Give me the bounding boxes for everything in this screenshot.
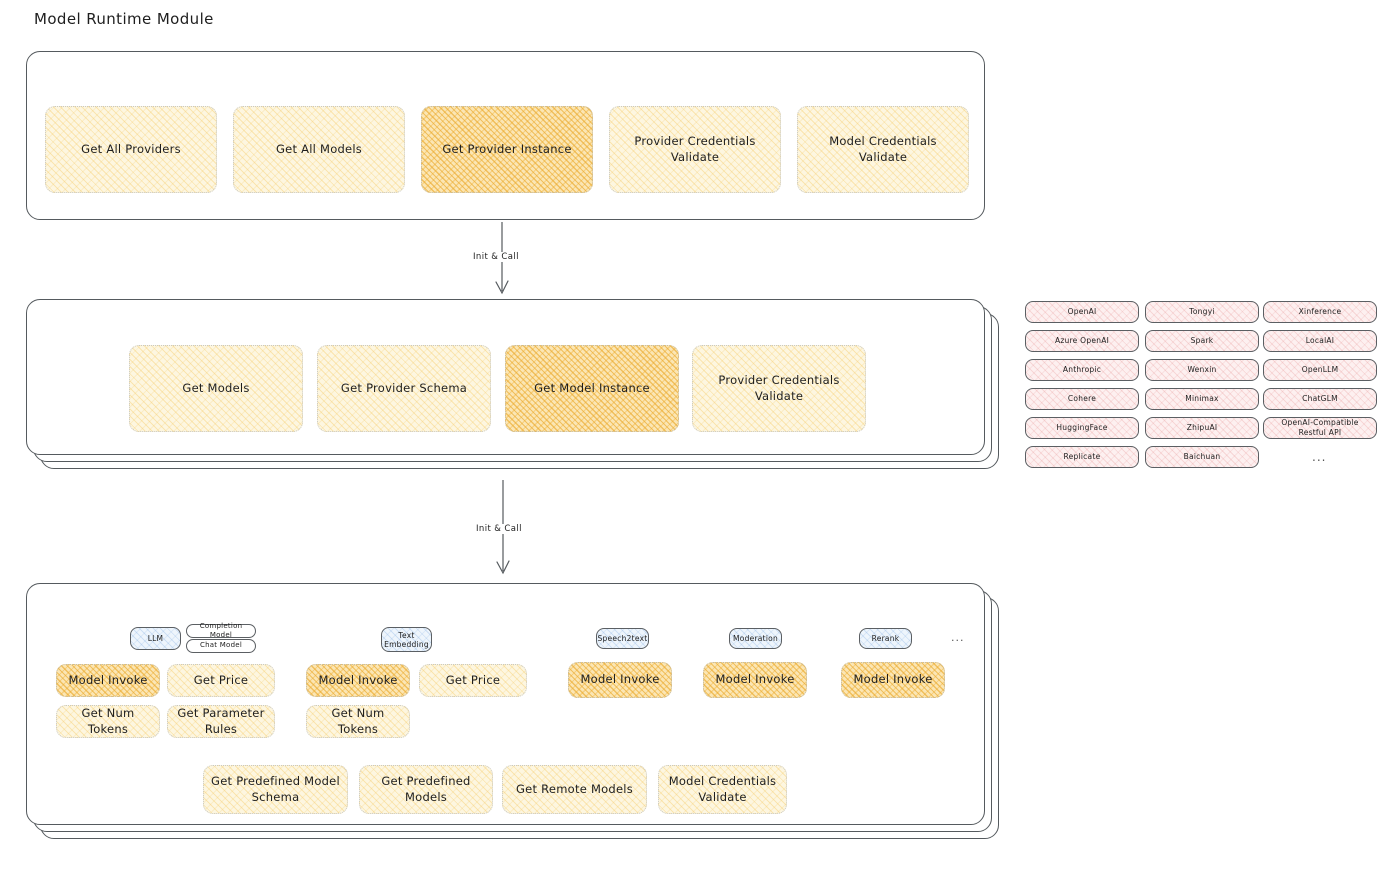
node-text-embedding-get-price[interactable]: Get Price — [419, 664, 527, 697]
model-type-llm[interactable]: LLM — [130, 627, 181, 650]
provider-chip-huggingface[interactable]: HuggingFace — [1025, 417, 1139, 439]
model-type-speech2text[interactable]: Speech2text — [596, 628, 649, 649]
provider-chip-tongyi[interactable]: Tongyi — [1145, 301, 1259, 323]
node-llm-get-parameter-rules[interactable]: Get Parameter Rules — [167, 705, 275, 738]
node-model-credentials-validate-factory[interactable]: Model Credentials Validate — [797, 106, 969, 193]
provider-list-more: ... — [1312, 450, 1327, 464]
node-get-remote-models[interactable]: Get Remote Models — [502, 765, 647, 814]
node-get-provider-schema[interactable]: Get Provider Schema — [317, 345, 491, 432]
model-container — [26, 583, 985, 825]
node-speech2text-model-invoke[interactable]: Model Invoke — [568, 662, 672, 698]
node-moderation-model-invoke[interactable]: Model Invoke — [703, 662, 807, 698]
node-text-embedding-get-num-tokens[interactable]: Get Num Tokens — [306, 705, 410, 738]
provider-chip-openai-compatible-restful-api[interactable]: OpenAI-Compatible Restful API — [1263, 417, 1377, 439]
node-get-predefined-model-schema[interactable]: Get Predefined Model Schema — [203, 765, 348, 814]
provider-chip-xinference[interactable]: Xinference — [1263, 301, 1377, 323]
provider-chip-cohere[interactable]: Cohere — [1025, 388, 1139, 410]
provider-chip-baichuan[interactable]: Baichuan — [1145, 446, 1259, 468]
model-type-moderation[interactable]: Moderation — [729, 628, 782, 649]
node-get-all-providers[interactable]: Get All Providers — [45, 106, 217, 193]
node-llm-model-invoke[interactable]: Model Invoke — [56, 664, 160, 697]
provider-chip-azure-openai[interactable]: Azure OpenAI — [1025, 330, 1139, 352]
node-get-models[interactable]: Get Models — [129, 345, 303, 432]
provider-chip-replicate[interactable]: Replicate — [1025, 446, 1139, 468]
provider-chip-openai[interactable]: OpenAI — [1025, 301, 1139, 323]
node-get-all-models[interactable]: Get All Models — [233, 106, 405, 193]
provider-chip-openllm[interactable]: OpenLLM — [1263, 359, 1377, 381]
model-type-text-embedding[interactable]: Text Embedding — [381, 627, 432, 652]
model-type-rerank[interactable]: Rerank — [859, 628, 912, 649]
provider-chip-minimax[interactable]: Minimax — [1145, 388, 1259, 410]
node-rerank-model-invoke[interactable]: Model Invoke — [841, 662, 945, 698]
node-llm-get-price[interactable]: Get Price — [167, 664, 275, 697]
node-get-model-instance[interactable]: Get Model Instance — [505, 345, 679, 432]
provider-chip-spark[interactable]: Spark — [1145, 330, 1259, 352]
provider-chip-chatglm[interactable]: ChatGLM — [1263, 388, 1377, 410]
model-subtype-chat-model[interactable]: Chat Model — [186, 639, 256, 653]
node-get-predefined-models[interactable]: Get Predefined Models — [359, 765, 493, 814]
provider-chip-anthropic[interactable]: Anthropic — [1025, 359, 1139, 381]
node-provider-credentials-validate-factory[interactable]: Provider Credentials Validate — [609, 106, 781, 193]
node-llm-get-num-tokens[interactable]: Get Num Tokens — [56, 705, 160, 738]
node-provider-credentials-validate[interactable]: Provider Credentials Validate — [692, 345, 866, 432]
provider-chip-zhipuai[interactable]: ZhipuAI — [1145, 417, 1259, 439]
model-types-more: ... — [951, 631, 965, 644]
arrow-label-init-call-2: Init & Call — [473, 524, 525, 534]
provider-chip-localai[interactable]: LocalAI — [1263, 330, 1377, 352]
provider-chip-wenxin[interactable]: Wenxin — [1145, 359, 1259, 381]
node-get-provider-instance[interactable]: Get Provider Instance — [421, 106, 593, 193]
node-text-embedding-model-invoke[interactable]: Model Invoke — [306, 664, 410, 697]
model-subtype-completion-model[interactable]: Completion Model — [186, 622, 256, 639]
arrow-label-init-call-1: Init & Call — [470, 252, 522, 262]
page-title: Model Runtime Module — [34, 10, 214, 28]
node-model-credentials-validate-model[interactable]: Model Credentials Validate — [658, 765, 787, 814]
